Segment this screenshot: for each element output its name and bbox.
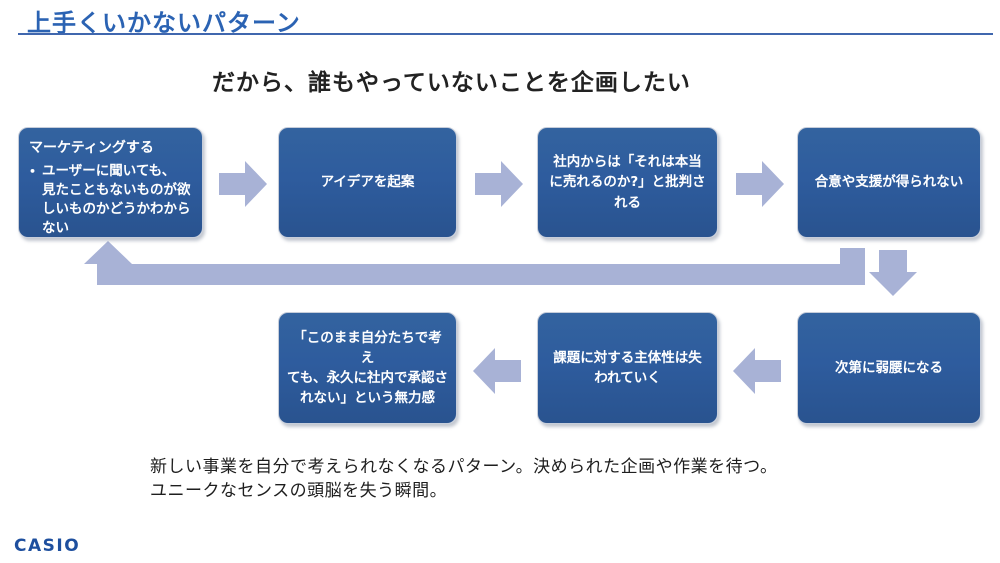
arrow-right-icon <box>475 161 523 207</box>
flow-box-criticized: 社内からは「それは本当 に売れるのか?」と批判さ れる <box>537 127 718 238</box>
arrow-left-icon <box>733 348 781 394</box>
return-arrow-icon <box>84 241 865 285</box>
flow-box-marketing-bullet: • ユーザーに聞いても、 見たこともないものが欲 しいものかどうかわから ない <box>29 162 194 238</box>
title-underline <box>18 33 993 35</box>
footer-note-line2: ユニークなセンスの頭脳を失う瞬間。 <box>150 481 448 501</box>
casio-logo: CASIO <box>14 536 81 556</box>
arrow-down-icon <box>869 250 917 296</box>
flow-box-no-agreement: 合意や支援が得られない <box>797 127 981 238</box>
arrow-right-icon <box>736 161 784 207</box>
arrow-right-icon <box>219 161 267 207</box>
flow-box-lost-ownership: 課題に対する主体性は失 われていく <box>537 312 718 424</box>
page-title: 上手くいかないパターン <box>27 9 301 37</box>
slide-subtitle: だから、誰もやっていないことを企画したい <box>212 70 691 96</box>
footer-note: 新しい事業を自分で考えられなくなるパターン。決められた企画や作業を待つ。 ユニー… <box>150 455 777 503</box>
flow-box-idea: アイデアを起案 <box>278 127 457 238</box>
footer-note-line1: 新しい事業を自分で考えられなくなるパターン。決められた企画や作業を待つ。 <box>150 457 778 477</box>
bullet-icon: • <box>29 165 37 178</box>
flow-box-weak-kneed: 次第に弱腰になる <box>797 312 981 424</box>
flow-box-marketing-bullet-text: ユーザーに聞いても、 見たこともないものが欲 しいものかどうかわから ない <box>42 163 191 236</box>
arrow-left-icon <box>473 348 521 394</box>
flow-box-marketing-heading: マーケティングする <box>29 140 154 156</box>
flow-box-helplessness: 「このまま自分たちで考え ても、永久に社内で承認さ れない」という無力感 <box>278 312 457 424</box>
flow-box-marketing: マーケティングする • ユーザーに聞いても、 見たこともないものが欲 しいものか… <box>18 127 203 238</box>
